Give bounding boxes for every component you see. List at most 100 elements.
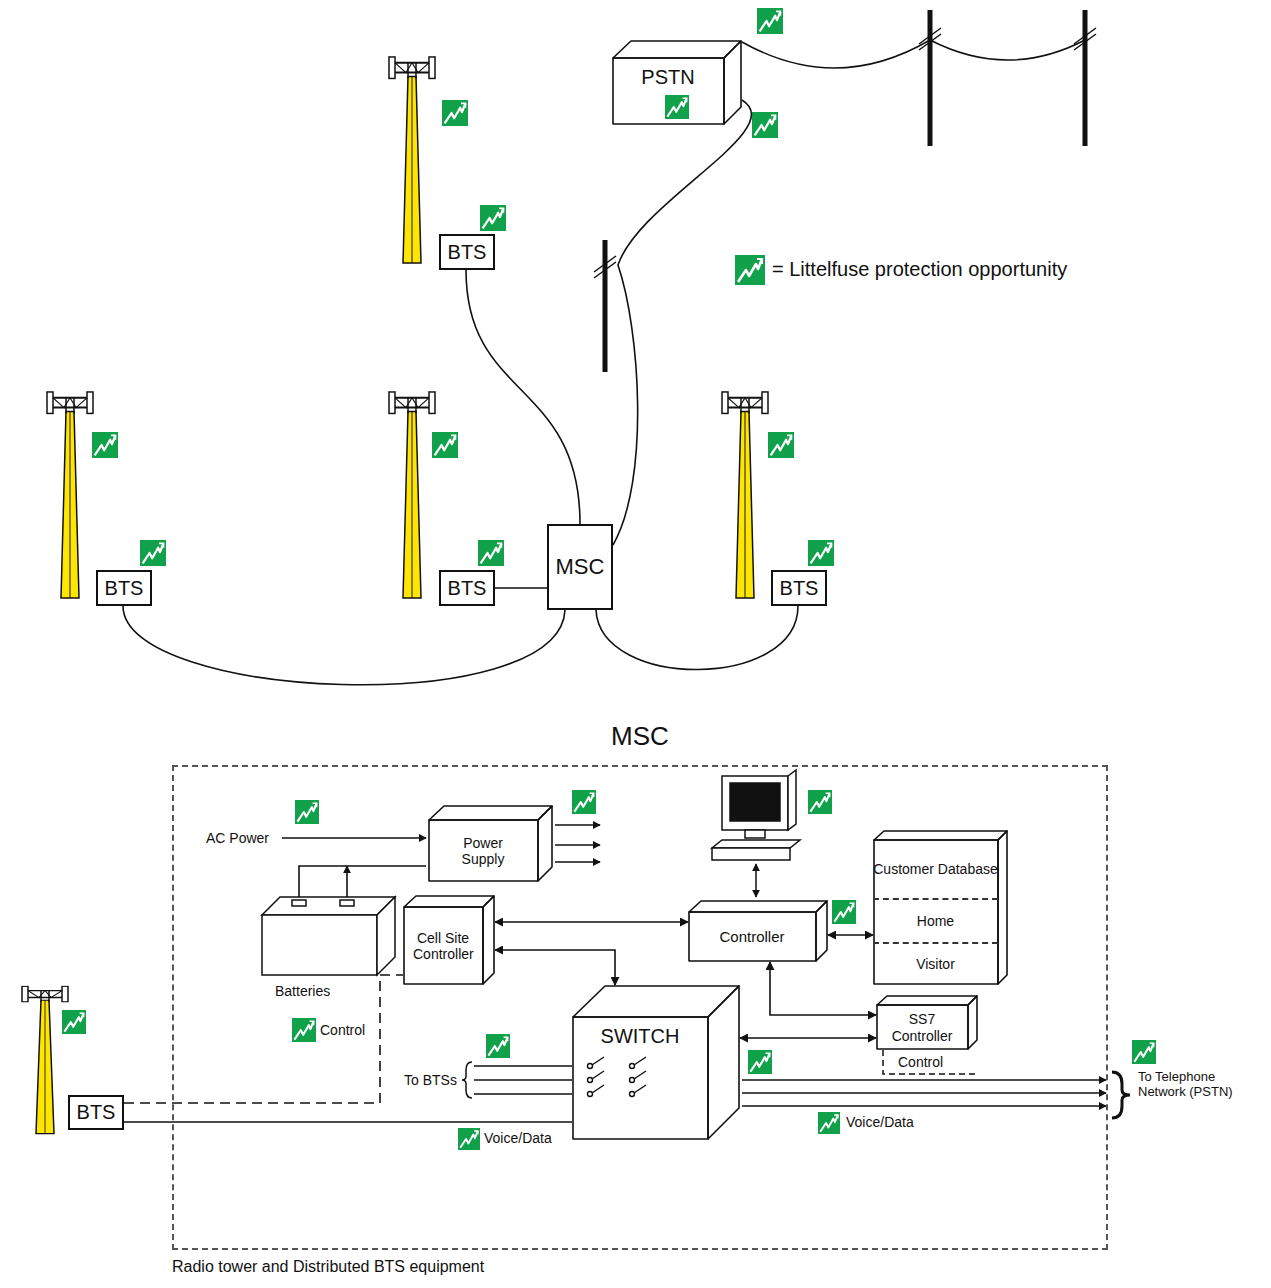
computer-illustration xyxy=(745,830,765,838)
battery-illustration xyxy=(262,897,395,975)
box-outline xyxy=(724,41,741,124)
protection-icon xyxy=(808,790,832,814)
protection-icon xyxy=(768,432,794,458)
text-label: Batteries xyxy=(275,983,330,999)
switch-contacts xyxy=(588,1064,593,1069)
box-outline xyxy=(689,912,816,961)
connector xyxy=(495,921,688,923)
switch-contacts xyxy=(588,1092,593,1097)
box-outline xyxy=(708,986,739,1139)
telephone-pole xyxy=(594,28,1096,278)
box-label: BTS xyxy=(105,577,144,600)
protection-icon xyxy=(295,800,319,824)
pstn-trunk xyxy=(742,1105,1106,1107)
power-wiring xyxy=(555,824,600,826)
box-label: Cell Site Controller xyxy=(413,930,473,962)
msc-region: MSCPower SupplyControllerCustomer Databa… xyxy=(172,765,1108,1250)
connector xyxy=(124,1121,572,1123)
power-wiring xyxy=(555,844,600,846)
box-face: Customer DatabaseHomeVisitor xyxy=(873,840,998,985)
power-wiring xyxy=(299,866,426,897)
radio-tower xyxy=(389,392,435,598)
telephone-pole xyxy=(928,10,933,146)
protection-icon xyxy=(748,1050,772,1074)
connector xyxy=(596,606,798,670)
protection-icon xyxy=(432,432,458,458)
protection-icon xyxy=(486,1034,510,1058)
telephone-pole xyxy=(603,240,608,372)
protection-icon xyxy=(480,205,506,231)
protection-icon xyxy=(92,432,118,458)
box-outline xyxy=(429,820,538,881)
box-outline xyxy=(613,41,741,58)
caption: Radio tower and Distributed BTS equipmen… xyxy=(172,1258,484,1276)
box-face: Power Supply xyxy=(428,820,538,882)
box-outline xyxy=(874,831,1007,840)
customer-database: Customer DatabaseHomeVisitor xyxy=(873,830,1008,985)
box-outline xyxy=(404,907,483,984)
database-section: Visitor xyxy=(873,942,998,985)
radio-tower xyxy=(22,986,68,1133)
radio-tower xyxy=(722,392,768,598)
telephone-pole xyxy=(1083,10,1088,146)
switch-contacts xyxy=(588,1078,593,1083)
switch-contacts xyxy=(474,1093,572,1094)
box-face: SWITCH xyxy=(572,1017,708,1140)
box-outline xyxy=(404,896,494,907)
box-face: BTS xyxy=(441,236,493,268)
box-outline xyxy=(816,901,827,961)
box-outline xyxy=(968,996,977,1049)
box-outline xyxy=(998,831,1007,984)
legend-text: = Littelfuse protection opportunity xyxy=(772,258,1067,281)
computer-illustration xyxy=(730,783,780,821)
section-label: Visitor xyxy=(916,956,955,972)
protection-icon xyxy=(140,540,166,566)
battery-illustration xyxy=(340,900,354,906)
computer-illustration xyxy=(712,848,790,860)
msc-box: MSC xyxy=(547,524,613,610)
protection-icon xyxy=(478,540,504,566)
battery-illustration xyxy=(262,897,395,915)
box-face: MSC xyxy=(549,526,611,608)
radio-tower xyxy=(47,392,93,598)
connector xyxy=(740,1037,876,1039)
box-outline xyxy=(877,1005,968,1049)
connector xyxy=(466,270,580,524)
box-face: BTS xyxy=(773,572,825,604)
switch-contacts xyxy=(630,1064,635,1069)
box-face: BTS xyxy=(70,1097,122,1128)
cell-site-controller: Cell Site Controller xyxy=(403,895,495,985)
bts-box: BTS xyxy=(96,570,152,606)
protection-icon xyxy=(818,1112,840,1134)
computer-illustration xyxy=(788,770,796,830)
database-section: Home xyxy=(873,898,998,941)
connector xyxy=(770,962,876,1015)
connector xyxy=(495,950,615,985)
box-label: SS7 Controller xyxy=(879,1011,965,1043)
bracket xyxy=(1112,1072,1130,1118)
box-label: Power Supply xyxy=(453,835,513,867)
computer-illustration xyxy=(712,770,800,897)
protection-icon xyxy=(62,1010,86,1034)
box-outline xyxy=(483,896,494,984)
switch-contacts xyxy=(630,1078,635,1083)
box-label: Controller xyxy=(719,928,784,945)
bracket xyxy=(462,1062,472,1098)
box-face: BTS xyxy=(98,572,150,604)
protection-icon xyxy=(442,100,468,126)
power-wiring xyxy=(282,837,426,839)
box-face: PSTN xyxy=(612,58,724,125)
box-outline xyxy=(429,806,552,820)
connector xyxy=(124,975,403,1103)
box-face: Controller xyxy=(688,912,816,962)
text-label: Voice/Data xyxy=(484,1130,552,1146)
box-label: BTS xyxy=(780,577,819,600)
box-face: SS7 Controller xyxy=(876,1005,968,1050)
power-supply-box: Power Supply xyxy=(428,805,553,882)
box-face: BTS xyxy=(441,572,493,604)
switch-contacts xyxy=(634,1057,646,1093)
box-outline xyxy=(538,806,552,881)
section-label: Home xyxy=(917,913,954,929)
